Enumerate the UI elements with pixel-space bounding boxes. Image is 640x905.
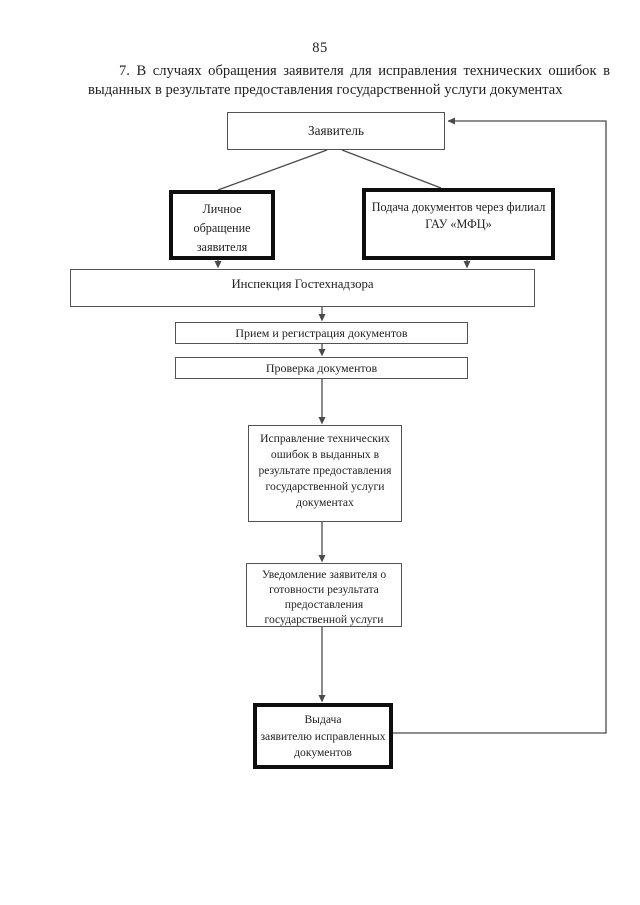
page-number: 85 bbox=[312, 40, 328, 56]
node-label: Инспекция Гостехнадзора bbox=[231, 277, 374, 291]
node-label: Исправление технических ошибок в выданны… bbox=[258, 432, 392, 509]
flow-arrows bbox=[214, 117, 607, 734]
node-label: Проверка документов bbox=[265, 361, 378, 375]
node-label: Заявитель bbox=[307, 123, 365, 138]
flow-node-issuance: Выдача заявителю исправленных документов bbox=[253, 703, 393, 769]
intro-paragraph: 7. В случаях обращения заявителя для исп… bbox=[88, 63, 610, 98]
flow-node-mfc-submission: Подача документов через филиал ГАУ «МФЦ» bbox=[362, 188, 555, 260]
flow-node-reception: Прием и регистрация документов bbox=[175, 322, 468, 344]
flow-node-notification: Уведомление заявителя о готовности резул… bbox=[246, 563, 402, 627]
node-label: Уведомление заявителя о готовности резул… bbox=[261, 568, 387, 626]
flow-node-personal-visit: Личное обращение заявителя bbox=[169, 190, 275, 260]
node-label: Личное обращение заявителя bbox=[193, 202, 251, 254]
flow-node-inspection: Инспекция Гостехнадзора bbox=[70, 269, 535, 307]
flow-node-document-check: Проверка документов bbox=[175, 357, 468, 379]
flow-node-applicant: Заявитель bbox=[227, 112, 445, 150]
node-label: Подача документов через филиал ГАУ «МФЦ» bbox=[371, 200, 546, 231]
node-label: Выдача заявителю исправленных документов bbox=[260, 713, 386, 759]
flow-node-correction: Исправление технических ошибок в выданны… bbox=[248, 425, 402, 522]
node-label: Прием и регистрация документов bbox=[235, 326, 408, 340]
